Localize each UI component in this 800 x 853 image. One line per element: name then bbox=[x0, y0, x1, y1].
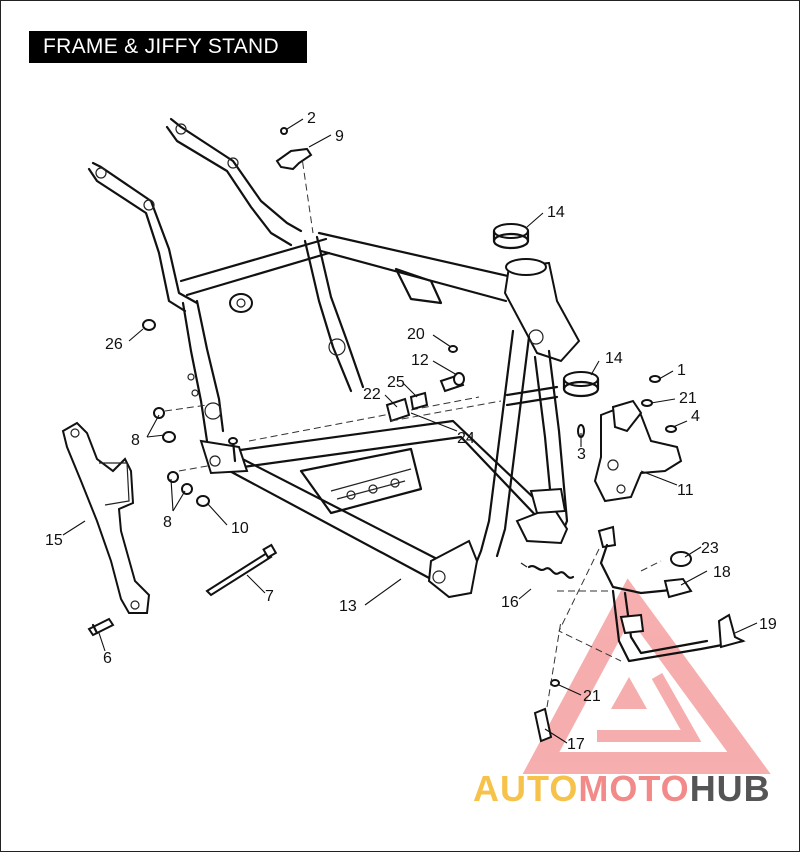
callout-7: 7 bbox=[265, 588, 274, 605]
callout-20: 20 bbox=[407, 326, 425, 343]
callout-1: 1 bbox=[677, 362, 686, 379]
callout-14-lower: 14 bbox=[605, 350, 623, 367]
callout-9: 9 bbox=[335, 128, 344, 145]
diagram-title: FRAME & JIFFY STAND bbox=[29, 31, 307, 63]
watermark-hub: HUB bbox=[690, 768, 771, 809]
jiffy-stand bbox=[558, 525, 746, 663]
callout-24: 24 bbox=[457, 430, 475, 447]
bearing-cup-upper bbox=[492, 223, 530, 250]
callout-12: 12 bbox=[411, 352, 429, 369]
watermark-text: AUTOMOTOHUB bbox=[473, 768, 771, 809]
side-bracket-15 bbox=[61, 421, 151, 614]
watermark-auto: AUTO bbox=[473, 768, 578, 809]
main-frame bbox=[87, 117, 581, 599]
callout-16: 16 bbox=[501, 594, 519, 611]
callout-18: 18 bbox=[713, 564, 731, 581]
clip-9 bbox=[275, 127, 313, 171]
callout-6: 6 bbox=[103, 650, 112, 667]
bolt-6 bbox=[87, 617, 115, 637]
spring-16 bbox=[520, 562, 611, 592]
callout-labels: 2 9 14 14 1 21 4 3 11 20 12 25 22 24 26 … bbox=[45, 110, 777, 753]
pivot-pin-17 bbox=[533, 620, 562, 743]
callout-23: 23 bbox=[701, 540, 719, 557]
cable-strap-7 bbox=[205, 543, 278, 597]
callout-17: 17 bbox=[567, 736, 585, 753]
bearing-cup-lower bbox=[562, 371, 600, 398]
callout-19: 19 bbox=[759, 616, 777, 633]
watermark-logo-icon bbox=[522, 578, 771, 774]
callout-25: 25 bbox=[387, 374, 405, 391]
callout-8-lower: 8 bbox=[163, 514, 172, 531]
callout-21-upper: 21 bbox=[679, 390, 697, 407]
callout-26: 26 bbox=[105, 336, 123, 353]
callout-2: 2 bbox=[307, 110, 316, 127]
callout-15: 15 bbox=[45, 532, 63, 549]
callout-10: 10 bbox=[231, 520, 249, 537]
jiffy-mount-11 bbox=[577, 375, 683, 503]
callout-8-upper: 8 bbox=[131, 432, 140, 449]
callout-13: 13 bbox=[339, 598, 357, 615]
callout-21-lower: 21 bbox=[583, 688, 601, 705]
callout-11: 11 bbox=[677, 482, 694, 499]
callout-4: 4 bbox=[691, 408, 700, 425]
callout-3: 3 bbox=[577, 446, 586, 463]
callout-22: 22 bbox=[363, 386, 381, 403]
svg-text:AUTOMOTOHUB: AUTOMOTOHUB bbox=[473, 768, 771, 809]
fasteners-center bbox=[385, 345, 502, 423]
callout-14-upper: 14 bbox=[547, 204, 565, 221]
leader-lines bbox=[62, 118, 758, 744]
watermark-moto: MOTO bbox=[578, 768, 689, 809]
